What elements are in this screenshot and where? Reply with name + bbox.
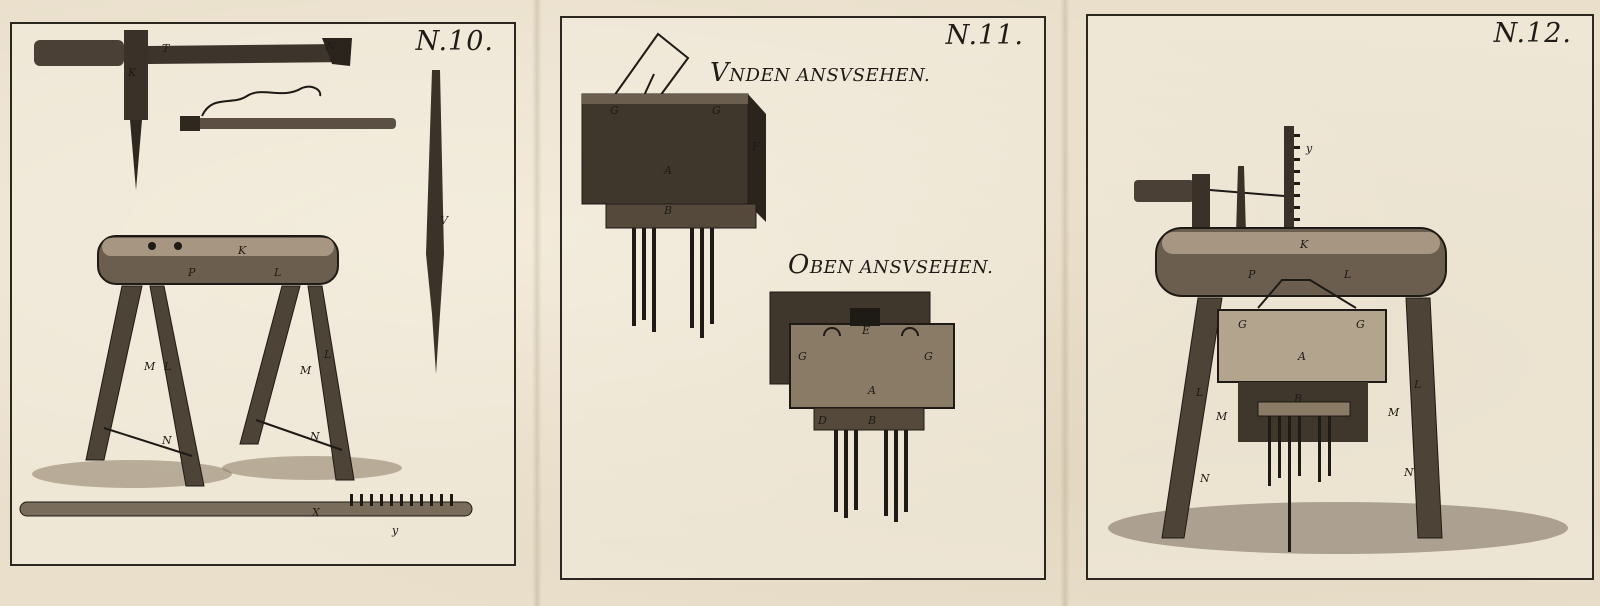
label-letter: K [1299,238,1309,251]
label-letter: L [323,348,331,361]
label-letter: G [924,350,933,363]
label-letter: N [161,434,172,447]
label-letter: V [440,214,449,227]
label-letter: B [663,204,672,217]
label-letter: G [798,350,807,363]
bench-illustration [32,235,402,488]
plate-12-engraving: y K P L G G A L L M M B N N [1108,126,1568,554]
plate-number: N.10. [415,26,494,57]
stick-with-cord-illustration [180,85,396,131]
label-letter: G [1356,318,1365,331]
plate-11-engraving: G G F A B E G G A B D [581,32,955,522]
label-letter: y [391,524,399,537]
spindle-illustration [426,70,444,374]
label-letter: T [162,42,171,55]
label-letter: A [663,164,672,177]
assembled-machine-illustration [1108,126,1568,554]
hammer-tool-illustration [34,30,352,190]
caption-top-view: OBEN ANSVSEHEN. [788,250,994,280]
plate-10-engraving: T N K V P L K M L M L N N X y [19,30,473,537]
label-letter: B [1293,392,1302,405]
plate-number: N.12. [1493,18,1572,49]
comb-block-bottom-view-illustration [581,32,766,338]
label-letter: E [861,324,870,337]
plate-11: N.11. VNDEN ANSVSEHEN. OBEN ANSVSEHEN. [560,16,1046,580]
label-letter: F [751,140,760,153]
label-letter: K [127,66,137,79]
label-letter: L [1413,378,1421,391]
label-letter: B [867,414,876,427]
label-letter: A [1297,350,1306,363]
caption-bottom-view: VNDEN ANSVSEHEN. [710,58,931,88]
label-letter: M [299,364,312,377]
plate-12: N.12. [1086,14,1594,580]
label-letter: N [309,430,320,443]
label-letter: G [1238,318,1247,331]
label-letter: G [610,104,619,117]
label-letter: L [273,266,281,279]
comb-bar-illustration [19,494,473,517]
label-letter: D [817,414,827,427]
label-letter: M [143,360,156,373]
label-letter: N [1199,472,1210,485]
plate-10: N.10. [10,22,516,566]
label-letter: L [163,360,171,373]
label-letter: M [1215,410,1228,423]
label-letter: K [237,244,247,257]
label-letter: L [1343,268,1351,281]
fold-seam [532,0,542,606]
label-letter: X [311,506,321,519]
comb-block-top-view-illustration [769,291,955,522]
label-letter: P [1247,268,1256,281]
label-letter: G [712,104,721,117]
label-letter: L [1195,386,1203,399]
label-letter: N [1403,466,1414,479]
label-letter: N [325,40,336,53]
label-letter: y [1305,142,1313,155]
fold-seam [1060,0,1070,606]
label-letter: A [867,384,876,397]
label-letter: P [187,266,196,279]
label-letter: M [1387,406,1400,419]
plate-number: N.11. [945,20,1024,51]
